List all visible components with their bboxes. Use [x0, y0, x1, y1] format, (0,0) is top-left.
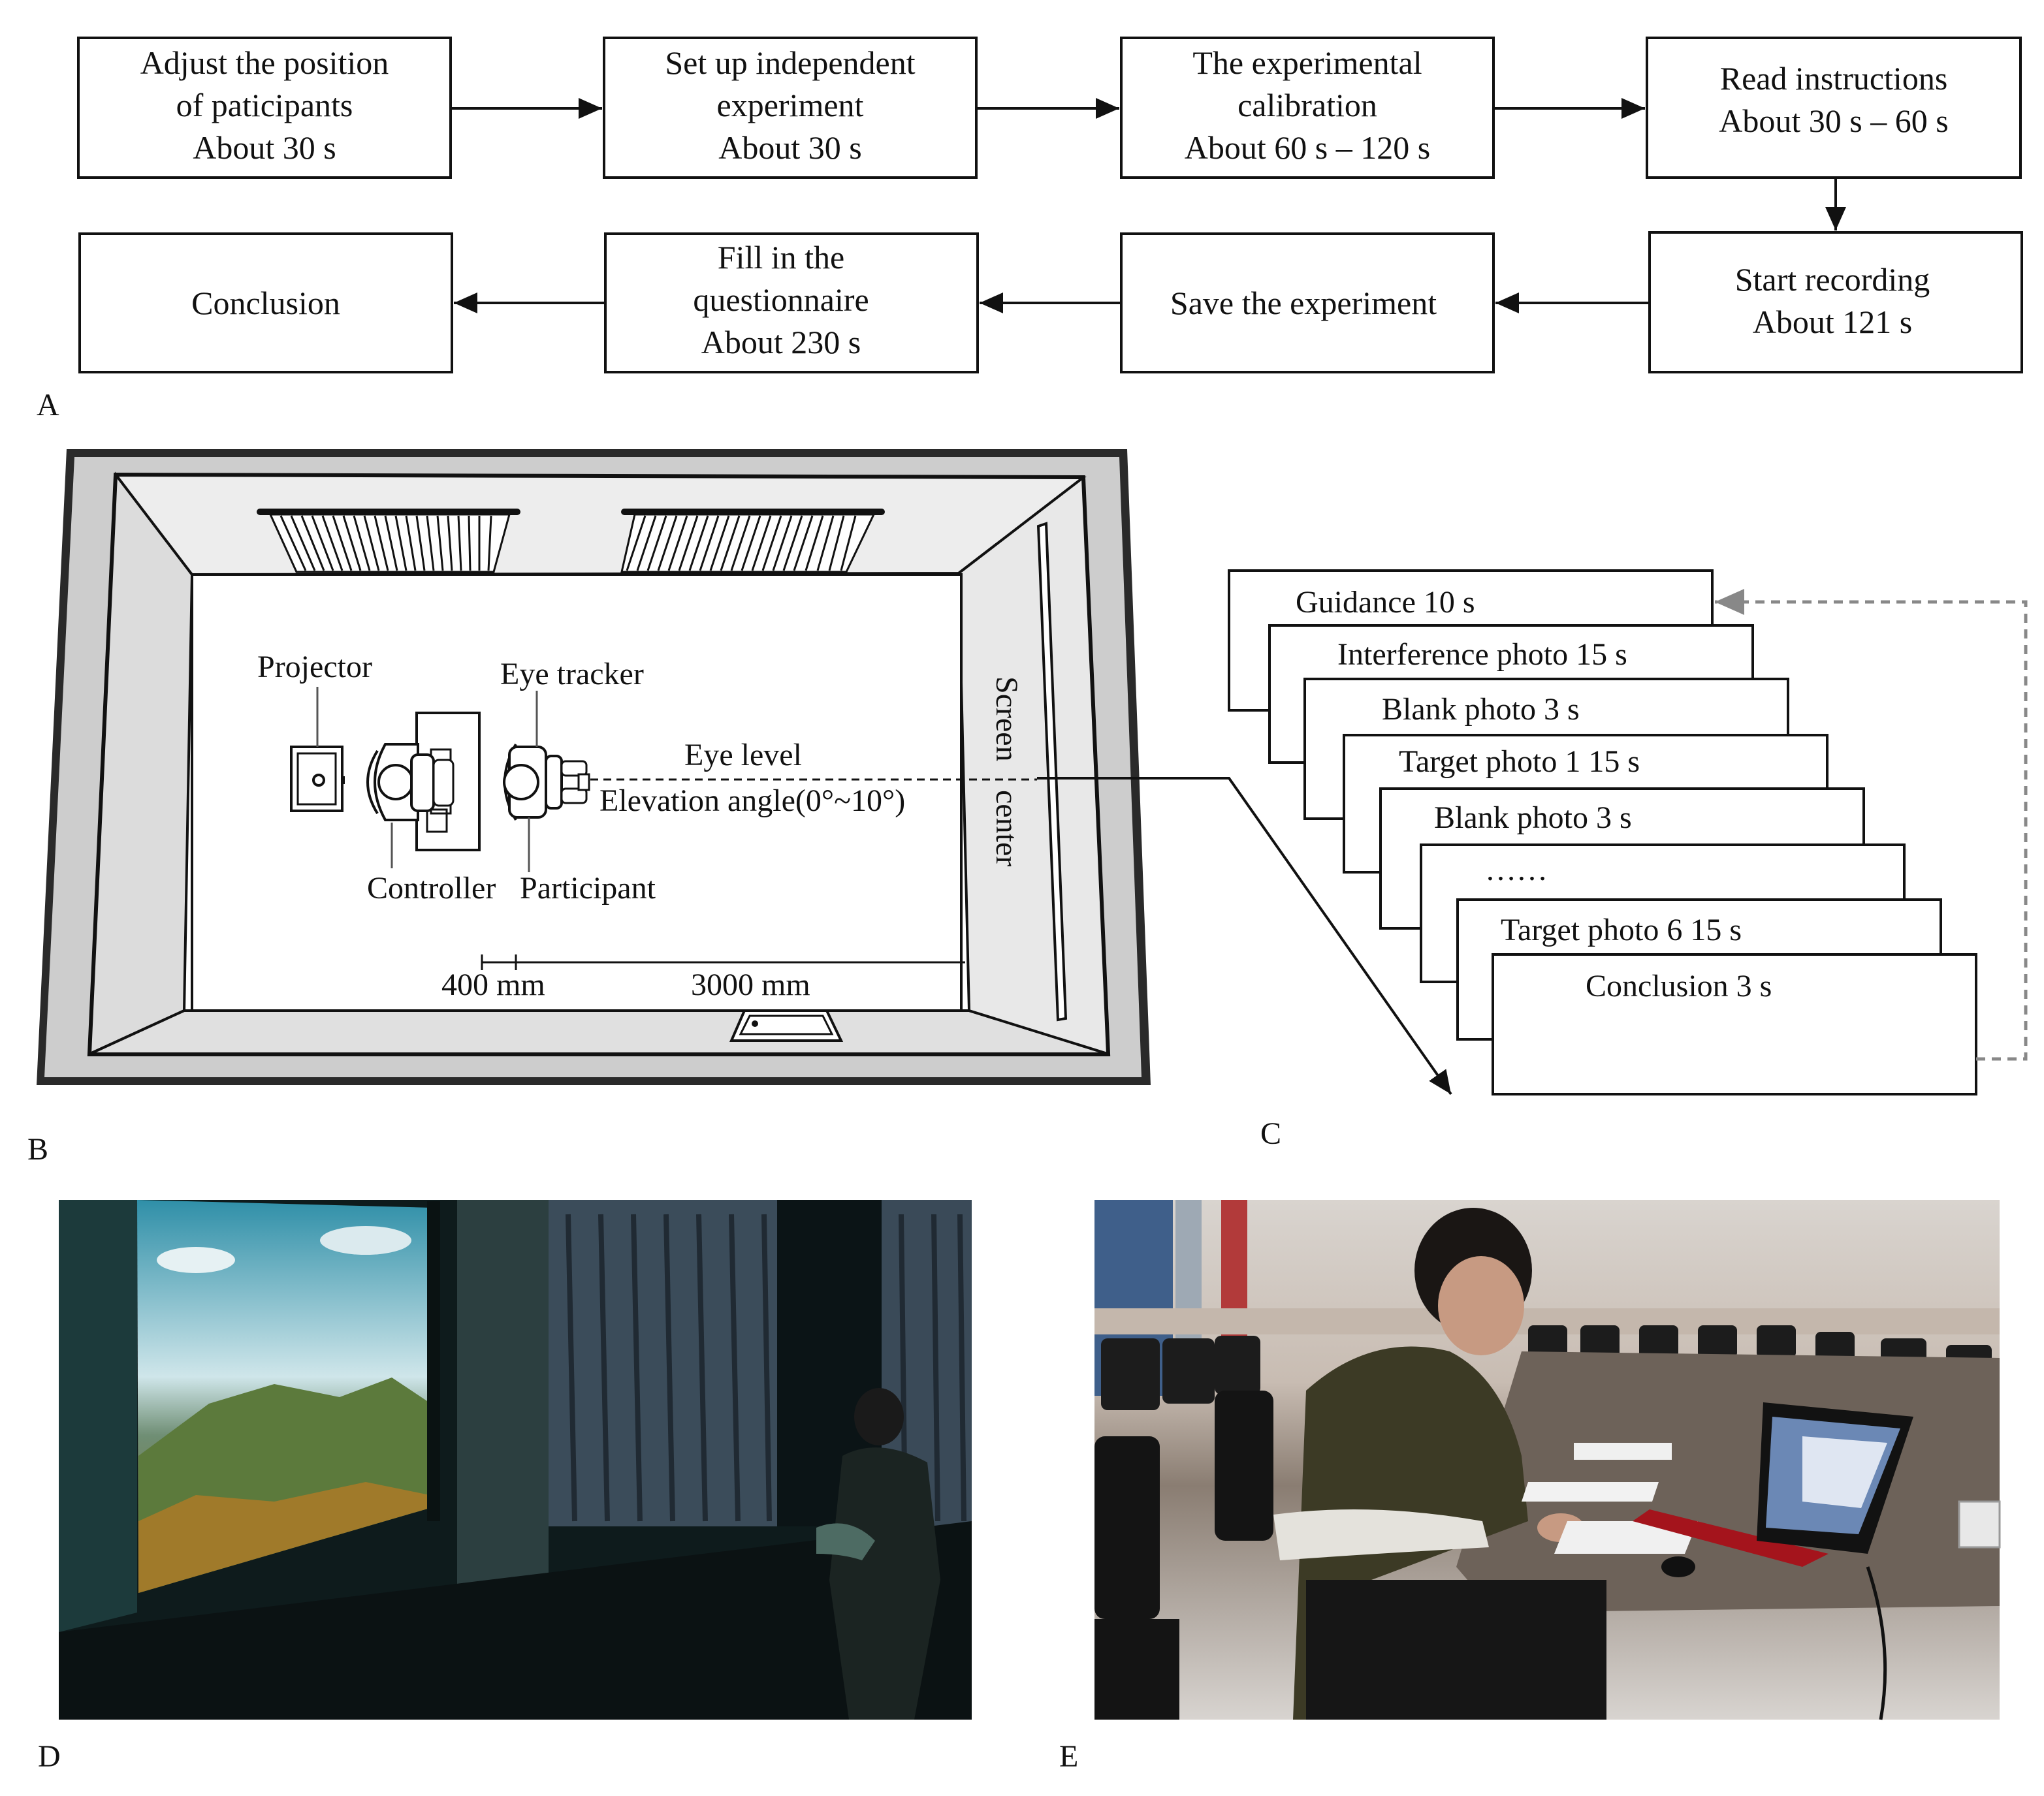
svg-text:The experimental: The experimental	[1192, 44, 1422, 81]
svg-text:Conclusion 3 s: Conclusion 3 s	[1586, 969, 1772, 1003]
svg-text:Blank photo 3 s: Blank photo 3 s	[1434, 800, 1632, 835]
svg-text:Fill in the: Fill in the	[718, 239, 844, 276]
svg-text:Save the experiment: Save the experiment	[1170, 285, 1437, 321]
controller-label: Controller	[367, 871, 496, 906]
panel-c-sequence: Guidance 10 s Interference photo 15 s Bl…	[1228, 569, 2028, 1151]
svg-text:Blank photo 3 s: Blank photo 3 s	[1382, 692, 1580, 727]
projector-label: Projector	[257, 650, 372, 684]
eye-tracker-label: Eye tracker	[500, 657, 644, 691]
screen-label: Screen	[989, 676, 1024, 762]
controller-person	[1273, 1208, 1606, 1720]
svg-text:Adjust the position: Adjust the position	[140, 44, 389, 81]
flow-step-calibration: The experimental calibration About 60 s …	[1120, 37, 1495, 179]
svg-text:About 60 s – 120 s: About 60 s – 120 s	[1185, 129, 1430, 166]
elevation-label: Elevation angle(0°~10°)	[599, 783, 905, 818]
curtain-right	[620, 509, 885, 573]
panel-e-controller-photo: E	[1059, 1200, 2001, 1774]
panel-d-projection-photo: D	[38, 1200, 972, 1774]
flow-step-start-recording: Start recording About 121 s	[1648, 231, 2023, 373]
panel-b-room-plan: Projector Controller Eye	[27, 449, 1452, 1167]
flow-step-save-experiment: Save the experiment	[1120, 232, 1495, 373]
participant-label: Participant	[520, 871, 656, 906]
eye-tracker-icon	[560, 760, 590, 804]
sequence-loop-arrow	[1715, 589, 2028, 1061]
svg-text:About 30 s: About 30 s	[718, 129, 861, 166]
svg-text:questionnaire: questionnaire	[693, 281, 869, 318]
svg-text:Guidance 10 s: Guidance 10 s	[1296, 585, 1475, 620]
svg-text:About 230 s: About 230 s	[701, 324, 861, 360]
panel-a-flowchart: Adjust the position of paticipants About…	[37, 37, 2023, 422]
screen-to-sequence-arrow	[1037, 777, 1452, 1095]
flow-step-adjust-position: Adjust the position of paticipants About…	[77, 37, 452, 179]
center-label: center	[989, 790, 1024, 866]
room-top-wall	[113, 473, 1087, 576]
distance-400-label: 400 mm	[441, 968, 545, 1002]
panel-label-e: E	[1059, 1739, 1078, 1774]
participant-silhouette	[816, 1388, 940, 1720]
projector-icon	[290, 746, 345, 812]
distance-ruler	[481, 954, 965, 970]
sequence-card: Conclusion 3 s	[1492, 953, 1977, 1095]
screen-surface	[1036, 522, 1068, 1022]
panel-label-b: B	[27, 1132, 48, 1167]
svg-text:Conclusion: Conclusion	[191, 285, 340, 321]
svg-text:……: ……	[1485, 853, 1548, 887]
flow-step-questionnaire: Fill in the questionnaire About 230 s	[604, 232, 979, 373]
svg-text:About 30 s – 60 s: About 30 s – 60 s	[1719, 102, 1948, 139]
svg-text:About 30 s: About 30 s	[193, 129, 336, 166]
svg-text:of paticipants: of paticipants	[176, 87, 353, 123]
svg-text:Interference photo 15 s: Interference photo 15 s	[1337, 637, 1627, 672]
flow-step-read-instructions: Read instructions About 30 s – 60 s	[1646, 37, 2022, 179]
svg-text:experiment: experiment	[717, 87, 864, 123]
svg-text:Read instructions: Read instructions	[1720, 60, 1948, 97]
eye-level-label: Eye level	[684, 738, 802, 772]
svg-text:calibration: calibration	[1238, 87, 1377, 123]
flow-step-setup-experiment: Set up independent experiment About 30 s	[603, 37, 978, 179]
room-bottom-wall	[89, 1009, 1108, 1055]
panel-label-d: D	[38, 1739, 61, 1774]
panel-label-a: A	[37, 388, 59, 422]
controller-chair-icon	[366, 743, 455, 821]
curtain-left	[257, 509, 520, 573]
screen-wall	[957, 475, 1110, 1056]
svg-text:About 121 s: About 121 s	[1753, 304, 1912, 340]
distance-3000-label: 3000 mm	[691, 968, 810, 1002]
panel-label-c: C	[1260, 1116, 1281, 1151]
laptop-icon	[1633, 1402, 1913, 1567]
flow-step-conclusion: Conclusion	[78, 232, 453, 373]
svg-text:Set up independent: Set up independent	[665, 44, 915, 81]
participant-chair-icon	[503, 743, 563, 821]
door-icon	[729, 1009, 844, 1042]
svg-text:Start recording: Start recording	[1735, 261, 1930, 298]
svg-text:Target photo 6 15 s: Target photo 6 15 s	[1501, 913, 1742, 947]
svg-text:Target photo 1 15 s: Target photo 1 15 s	[1399, 744, 1640, 779]
